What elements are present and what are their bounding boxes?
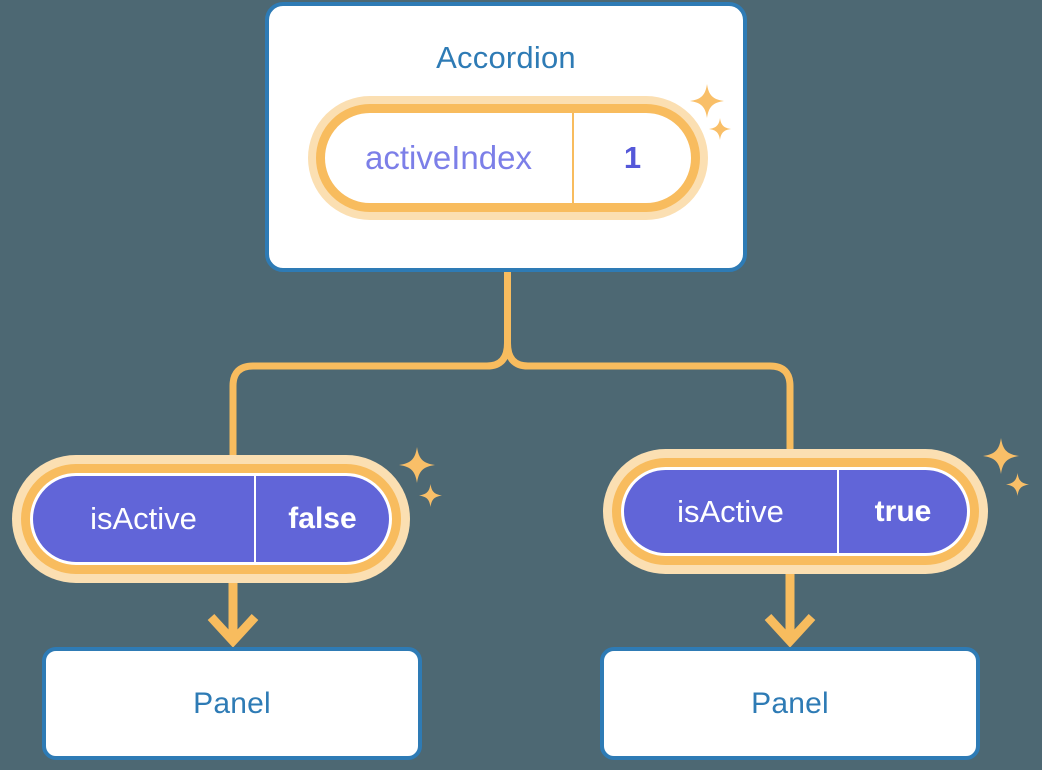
state-key-label: isActive bbox=[90, 501, 197, 536]
state-pill-isactive-false[interactable]: isActive false bbox=[12, 455, 410, 583]
state-pill-activeindex[interactable]: activeIndex 1 bbox=[308, 96, 708, 220]
state-value-label: false bbox=[254, 476, 389, 562]
state-pill-body: isActive false bbox=[33, 476, 389, 562]
panel-title: Panel bbox=[193, 686, 271, 720]
state-value-label: 1 bbox=[572, 113, 691, 203]
component-card-panel-right[interactable]: Panel bbox=[600, 647, 980, 760]
state-pill-body: isActive true bbox=[624, 470, 967, 553]
state-value-label: true bbox=[837, 470, 967, 553]
page-title: Accordion bbox=[436, 40, 576, 75]
state-key-label: isActive bbox=[677, 493, 784, 529]
sparkle-icon bbox=[983, 438, 1019, 474]
panel-title: Panel bbox=[751, 686, 829, 720]
state-pill-isactive-true[interactable]: isActive true bbox=[603, 449, 988, 574]
state-pill-ring: isActive true bbox=[612, 458, 979, 565]
state-pill-ring: activeIndex 1 bbox=[316, 104, 700, 212]
sparkle-small-icon bbox=[419, 484, 442, 507]
state-pill-ring: isActive false bbox=[21, 464, 401, 574]
component-card-panel-left[interactable]: Panel bbox=[42, 647, 422, 760]
sparkle-icon bbox=[399, 447, 435, 483]
state-key-label: activeIndex bbox=[365, 139, 532, 176]
sparkle-small-icon bbox=[1006, 473, 1029, 496]
